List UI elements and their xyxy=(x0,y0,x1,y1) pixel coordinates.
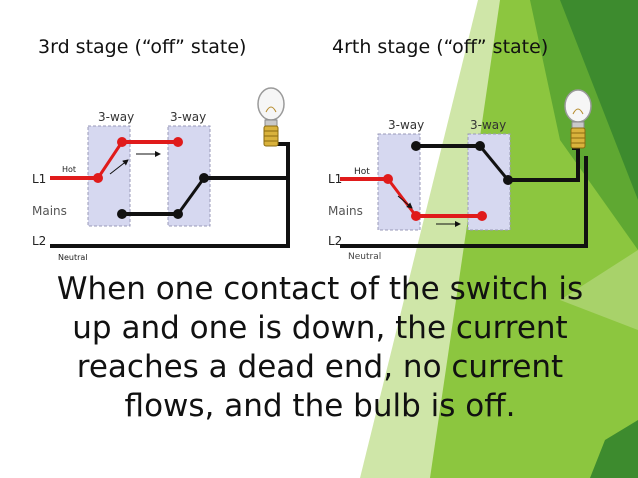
dark-green-triangle xyxy=(560,0,638,200)
explanation-line: flows, and the bulb is off. xyxy=(124,388,516,424)
hot-label: Hot xyxy=(62,165,76,174)
explanation-line: up and one is down, the current xyxy=(72,310,568,346)
neutral-wire xyxy=(50,160,290,248)
lamp-feed-wire xyxy=(508,146,580,182)
small-green-shape xyxy=(560,250,638,330)
right-top-terminal xyxy=(173,137,183,147)
l1-label: L1 xyxy=(32,172,46,186)
flow-arrow-icon xyxy=(109,159,129,175)
mains-label: Mains xyxy=(32,204,67,218)
neutral-label: Neutral xyxy=(348,252,381,262)
l2-label: L2 xyxy=(32,234,46,248)
l1-label: L1 xyxy=(328,172,342,186)
left-switch-label: 3-way xyxy=(388,118,424,132)
bottom-corner-shape xyxy=(590,420,638,478)
stage-3-title: 3rd stage (“off” state) xyxy=(38,36,247,58)
right-switch-lever xyxy=(176,177,206,215)
lamp-feed-wire xyxy=(204,142,290,180)
neutral-wire xyxy=(340,156,588,248)
light-bulb-icon xyxy=(257,87,285,147)
stage-4-title: 4rth stage (“off” state) xyxy=(332,36,549,58)
explanation-text: When one contact of the switch is up and… xyxy=(20,270,620,426)
left-switch-label: 3-way xyxy=(98,110,134,124)
right-switch-label: 3-way xyxy=(470,118,506,132)
light-bulb-icon xyxy=(564,89,592,149)
l2-label: L2 xyxy=(328,234,342,248)
explanation-line: reaches a dead end, no current xyxy=(76,349,564,385)
right-bottom-terminal xyxy=(477,211,487,221)
stage-4-diagram: 3-way 3-way Hot xyxy=(328,89,592,262)
explanation-line: When one contact of the switch is xyxy=(56,271,584,307)
mains-label: Mains xyxy=(328,204,363,218)
left-switch-lever xyxy=(96,141,124,179)
right-switch-label: 3-way xyxy=(170,110,206,124)
flow-arrow-icon xyxy=(397,195,413,209)
hot-label: Hot xyxy=(354,167,370,177)
neutral-label: Neutral xyxy=(58,253,88,262)
right-switch-lever xyxy=(478,145,510,181)
left-switch-lever xyxy=(386,178,418,217)
stage-3-diagram: 3-way 3-way Hot xyxy=(32,87,290,262)
